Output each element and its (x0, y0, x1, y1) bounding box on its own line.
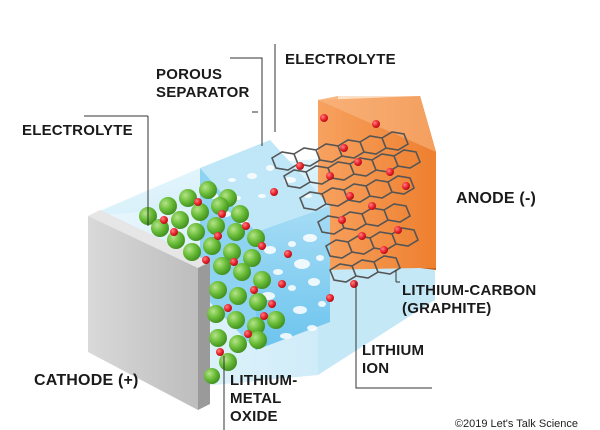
label-porous-separator-line2: SEPARATOR (156, 84, 250, 101)
label-lithium-carbon-line2: (GRAPHITE) (402, 300, 492, 317)
lithium-ions-anode (270, 114, 410, 302)
lithium-ions-cathode (160, 198, 276, 356)
label-lithium-carbon: LITHIUM-CARBON (GRAPHITE) (402, 282, 536, 318)
label-electrolyte-left: ELECTROLYTE (22, 122, 133, 139)
cathode-plate (88, 210, 210, 410)
label-lithium-ion-line1: LITHIUM (362, 342, 425, 359)
label-lithium-metal-oxide: LITHIUM- METAL OXIDE (230, 372, 297, 426)
label-cathode: CATHODE (+) (34, 372, 139, 389)
leader-lines (84, 44, 432, 430)
label-lithium-metal-oxide-line1: LITHIUM- (230, 372, 298, 389)
label-porous-separator: POROUS SEPARATOR (156, 66, 249, 102)
copyright-notice: ©2019 Let's Talk Science (454, 418, 578, 430)
label-anode: ANODE (-) (456, 190, 537, 207)
label-lithium-carbon-line1: LITHIUM-CARBON (402, 282, 537, 299)
label-porous-separator-line1: POROUS (156, 66, 223, 83)
label-lithium-metal-oxide-line3: OXIDE (230, 408, 278, 425)
label-lithium-metal-oxide-line2: METAL (230, 390, 282, 407)
label-electrolyte-top: ELECTROLYTE (285, 51, 396, 68)
label-lithium-ion-line2: ION (362, 360, 390, 377)
graphite-layers (271, 131, 421, 283)
lithium-metal-oxide-spheres (139, 181, 285, 384)
label-lithium-ion: LITHIUM ION (362, 342, 424, 378)
